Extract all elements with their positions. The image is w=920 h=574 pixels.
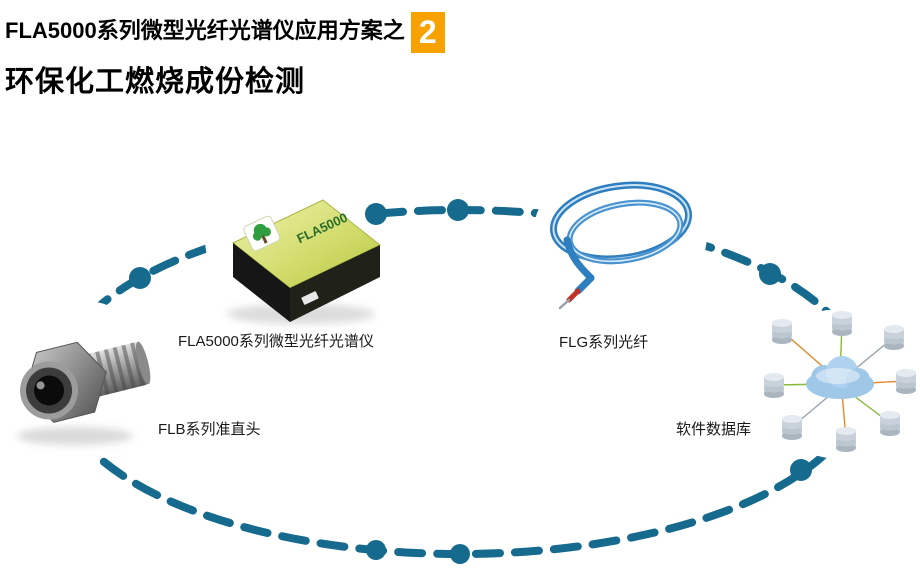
device-left-face (233, 243, 290, 322)
cloud-icon (806, 356, 874, 399)
database-stack-icon (896, 369, 916, 394)
product-image-fiber (533, 162, 708, 317)
database-stack-icon (836, 427, 856, 452)
tree-logo-icon (243, 215, 281, 252)
series-title-row: FLA5000系列微型光纤光谱仪应用方案之 2 (5, 10, 445, 53)
spectrometer-illustration: FLA5000 (205, 150, 381, 326)
header: FLA5000系列微型光纤光谱仪应用方案之 2 环保化工燃烧成份检测 (5, 10, 445, 100)
label-fiber: FLG系列光纤 (559, 334, 649, 351)
device-front-label (301, 291, 319, 305)
photo-shadow (17, 427, 133, 445)
database-stack-icon (782, 415, 802, 440)
application-title: 环保化工燃烧成份检测 (5, 66, 306, 98)
product-image-collimator (0, 298, 162, 467)
device-front-face (290, 245, 380, 322)
database-stack-icon (832, 311, 852, 336)
collimator-body (20, 341, 151, 423)
fiber-connector (558, 274, 595, 310)
product-image-spectrometer: FLA5000 (205, 146, 385, 333)
label-spectrometer: FLA5000系列微型光纤光谱仪 (178, 333, 374, 350)
label-collimator: FLB系列准直头 (158, 421, 261, 438)
scheme-number-badge: 2 (410, 12, 445, 53)
fiber-tail (563, 236, 595, 282)
database-stack-icon (884, 325, 904, 350)
database-stack-icon (764, 373, 784, 398)
series-title: FLA5000系列微型光纤光谱仪应用方案之 (5, 18, 405, 43)
dashed-cycle-ellipse (54, 206, 866, 558)
collimator-illustration (0, 300, 162, 460)
label-database: 软件数据库 (676, 421, 752, 438)
database-stack-icon (772, 319, 792, 344)
product-image-database (760, 309, 920, 467)
fiber-illustration (533, 162, 707, 310)
database-network-illustration (760, 309, 920, 459)
database-stack-icon (880, 411, 900, 436)
